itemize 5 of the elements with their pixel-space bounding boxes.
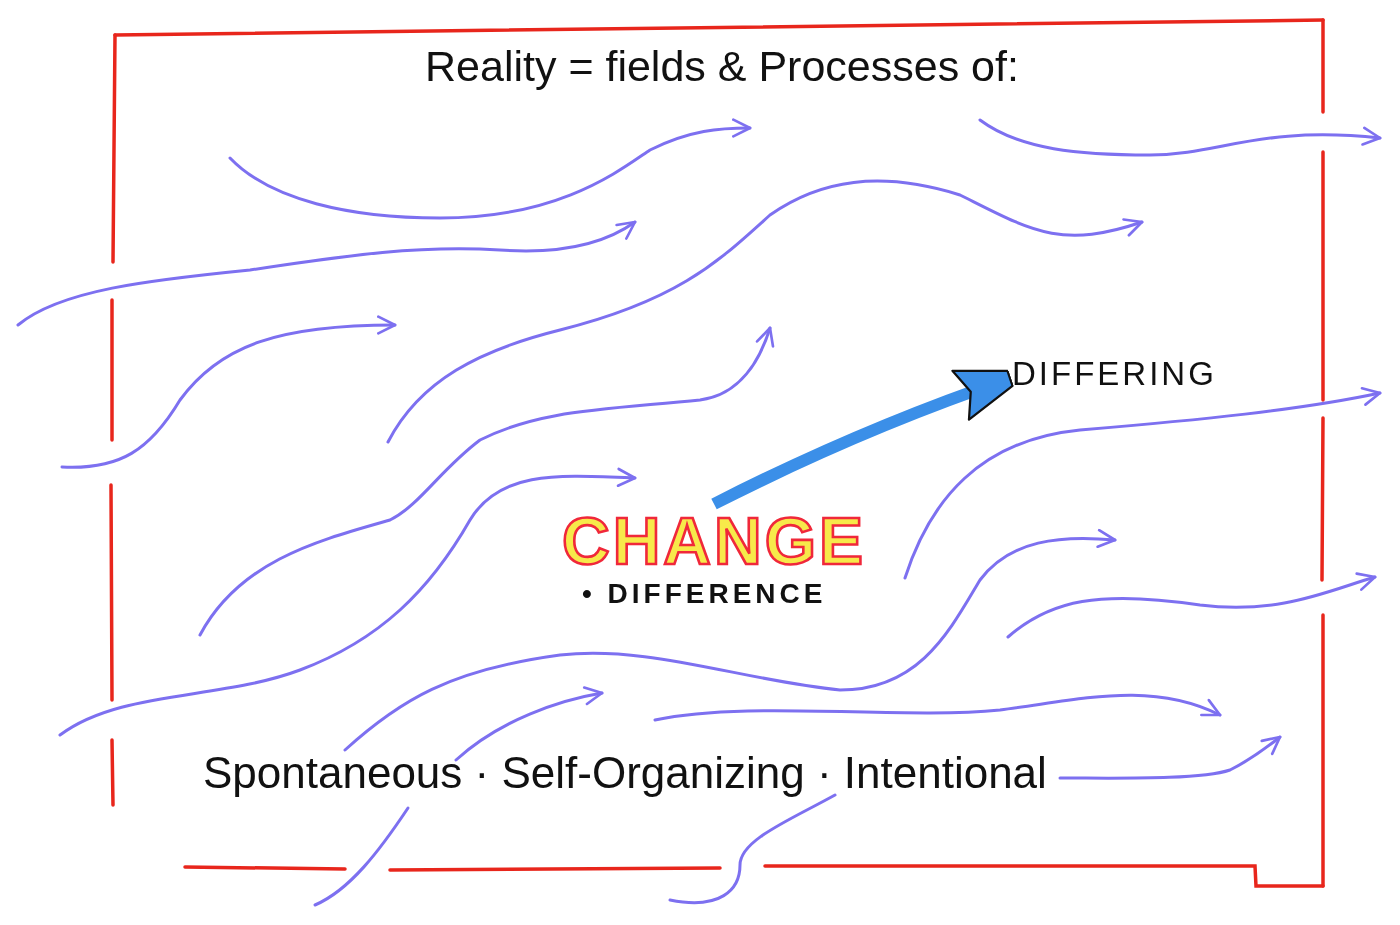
tagline-text: Spontaneous · Self-Organizing · Intentional xyxy=(203,748,1047,798)
heading-text: CHANGE xyxy=(562,506,866,576)
concept-label: DIFFERING xyxy=(1012,352,1217,396)
bullet-item: • DIFFERENCE xyxy=(582,577,827,611)
title: Reality = fields & Processes of: xyxy=(425,42,1019,91)
